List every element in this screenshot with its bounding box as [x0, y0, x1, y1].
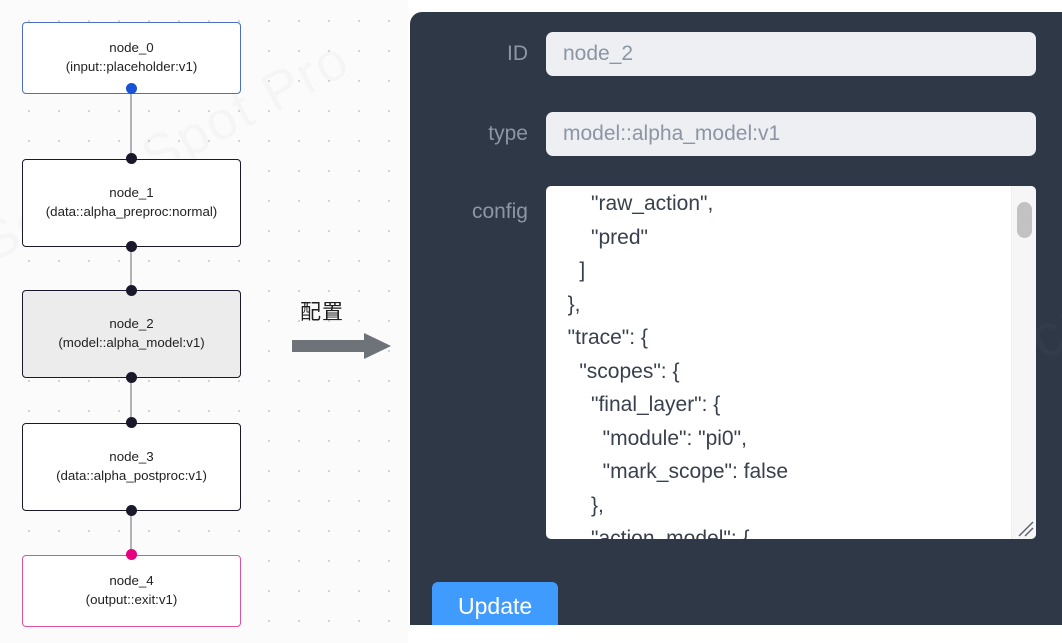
flow-node-node_2[interactable]: node_2 (model::alpha_model:v1) [22, 290, 241, 378]
node-handle-source-node_1[interactable] [126, 241, 137, 252]
field-row-type: type [428, 112, 1036, 156]
config-textarea[interactable]: "raw_action", "pred" ] }, "trace": { "sc… [567, 192, 788, 539]
node-config-panel: ScreenSpot Pro ID type config "raw_actio… [410, 12, 1062, 625]
edge-node1-node2 [130, 245, 132, 293]
config-field-label: config [471, 200, 528, 223]
node-handle-source-node_3[interactable] [126, 505, 137, 516]
node-handle-target-node_4[interactable] [126, 549, 137, 560]
node-handle-target-node_1[interactable] [126, 153, 137, 164]
flow-canvas[interactable]: ScreenSpot Pro node_0 (input::placeholde… [0, 0, 408, 643]
flow-node-type-label: (input::placeholder:v1) [65, 59, 198, 74]
update-button[interactable]: Update [432, 582, 559, 625]
node-handle-source-node_0[interactable] [126, 83, 137, 94]
flow-node-id-label: node_4 [109, 573, 154, 589]
id-field-label: ID [507, 42, 528, 65]
right-arrow-icon [292, 333, 391, 359]
flow-node-id-label: node_3 [109, 449, 154, 465]
edge-node0-node1 [130, 92, 132, 162]
flow-node-type-label: (output::exit:v1) [85, 592, 178, 607]
flow-node-node_4[interactable]: node_4 (output::exit:v1) [22, 555, 241, 627]
flow-node-node_1[interactable]: node_1 (data::alpha_preproc:normal) [22, 159, 241, 247]
node-handle-target-node_3[interactable] [126, 417, 137, 428]
flow-node-type-label: (data::alpha_preproc:normal) [45, 204, 218, 219]
node-handle-source-node_2[interactable] [126, 372, 137, 383]
config-textarea-wrapper[interactable]: "raw_action", "pred" ] }, "trace": { "sc… [546, 186, 1036, 539]
resize-handle-icon[interactable] [1015, 518, 1035, 538]
flow-node-id-label: node_1 [109, 185, 154, 201]
flow-node-id-label: node_2 [109, 316, 154, 332]
config-scrollbar-thumb[interactable] [1017, 202, 1032, 238]
id-input[interactable] [546, 32, 1036, 76]
node-handle-target-node_2[interactable] [126, 285, 137, 296]
flow-node-id-label: node_0 [109, 40, 154, 56]
edge-node2-node3 [130, 376, 132, 422]
flow-node-node_3[interactable]: node_3 (data::alpha_postproc:v1) [22, 423, 241, 511]
flow-node-type-label: (model::alpha_model:v1) [58, 335, 205, 350]
configure-arrow-caption: 配置 [300, 301, 344, 324]
configure-arrow-group: 配置 [292, 296, 400, 360]
field-row-id: ID [428, 32, 1036, 76]
config-scrollbar[interactable] [1011, 186, 1036, 539]
type-field-label: type [488, 122, 528, 145]
edge-node3-node4 [130, 509, 132, 553]
type-input[interactable] [546, 112, 1036, 156]
field-row-config: config "raw_action", "pred" ] }, "trace"… [428, 186, 1036, 539]
flow-node-type-label: (data::alpha_postproc:v1) [56, 468, 207, 483]
